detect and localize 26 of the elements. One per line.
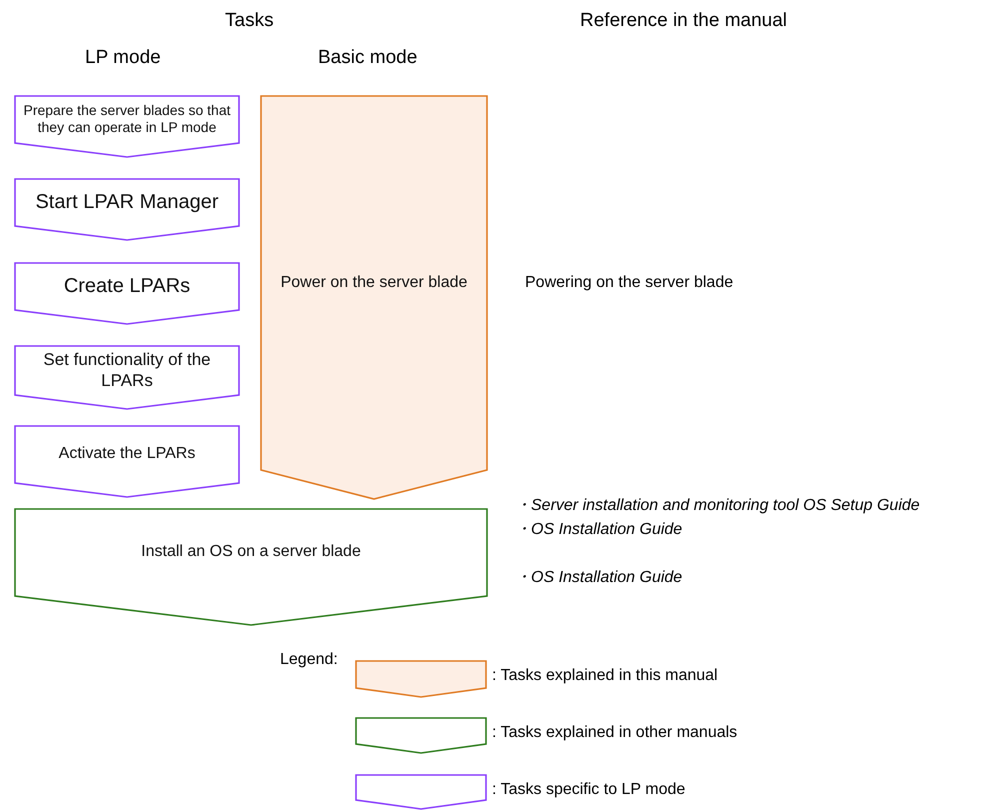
step-text: Start LPAR Manager: [35, 190, 219, 214]
legend-text: : Tasks explained in this manual: [492, 667, 718, 685]
step-text: Create LPARs: [64, 274, 190, 298]
manual-reference: ・Server installation and monitoring tool OS Setup Guide: [515, 496, 921, 516]
legend-text: : Tasks explained in other manuals: [492, 724, 738, 742]
step-text: Prepare the server blades so that they can operate in LP mode: [22, 102, 232, 136]
chevron-step: [14, 95, 240, 158]
reference-text: Powering on the server blade: [525, 274, 734, 292]
column-heading: Tasks: [225, 10, 274, 32]
chevron-step: [14, 178, 240, 241]
column-heading: Reference in the manual: [580, 10, 788, 32]
step-text: Set functionality of the LPARs: [42, 348, 212, 392]
manual-reference: ・OS Installation Guide: [515, 568, 684, 588]
chevron-step: [14, 425, 240, 498]
manual-reference: ・OS Installation Guide: [515, 520, 684, 540]
chevron-step: [14, 508, 488, 626]
chevron-step: [260, 95, 488, 500]
chevron-step: [14, 345, 240, 410]
step-text: Power on the server blade: [280, 272, 468, 292]
step-text: Activate the LPARs: [58, 444, 196, 464]
chevron-step: [14, 262, 240, 325]
column-subheading: Basic mode: [318, 47, 418, 69]
legend-title: Legend:: [280, 651, 338, 669]
legend-text: : Tasks specific to LP mode: [492, 781, 686, 799]
column-subheading: LP mode: [85, 47, 161, 69]
step-text: Install an OS on a server blade: [141, 542, 361, 562]
